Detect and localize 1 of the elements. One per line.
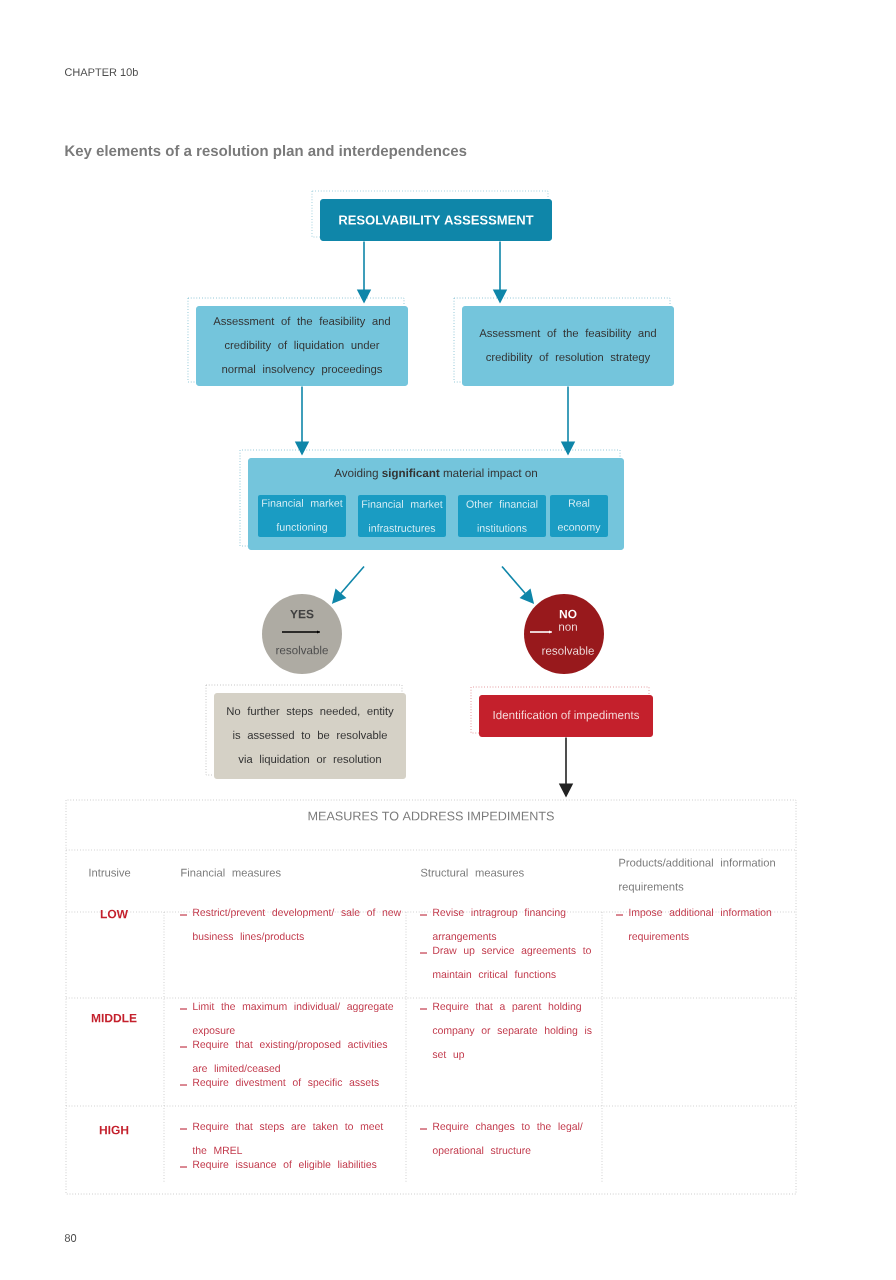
measures-table [65,799,797,1195]
